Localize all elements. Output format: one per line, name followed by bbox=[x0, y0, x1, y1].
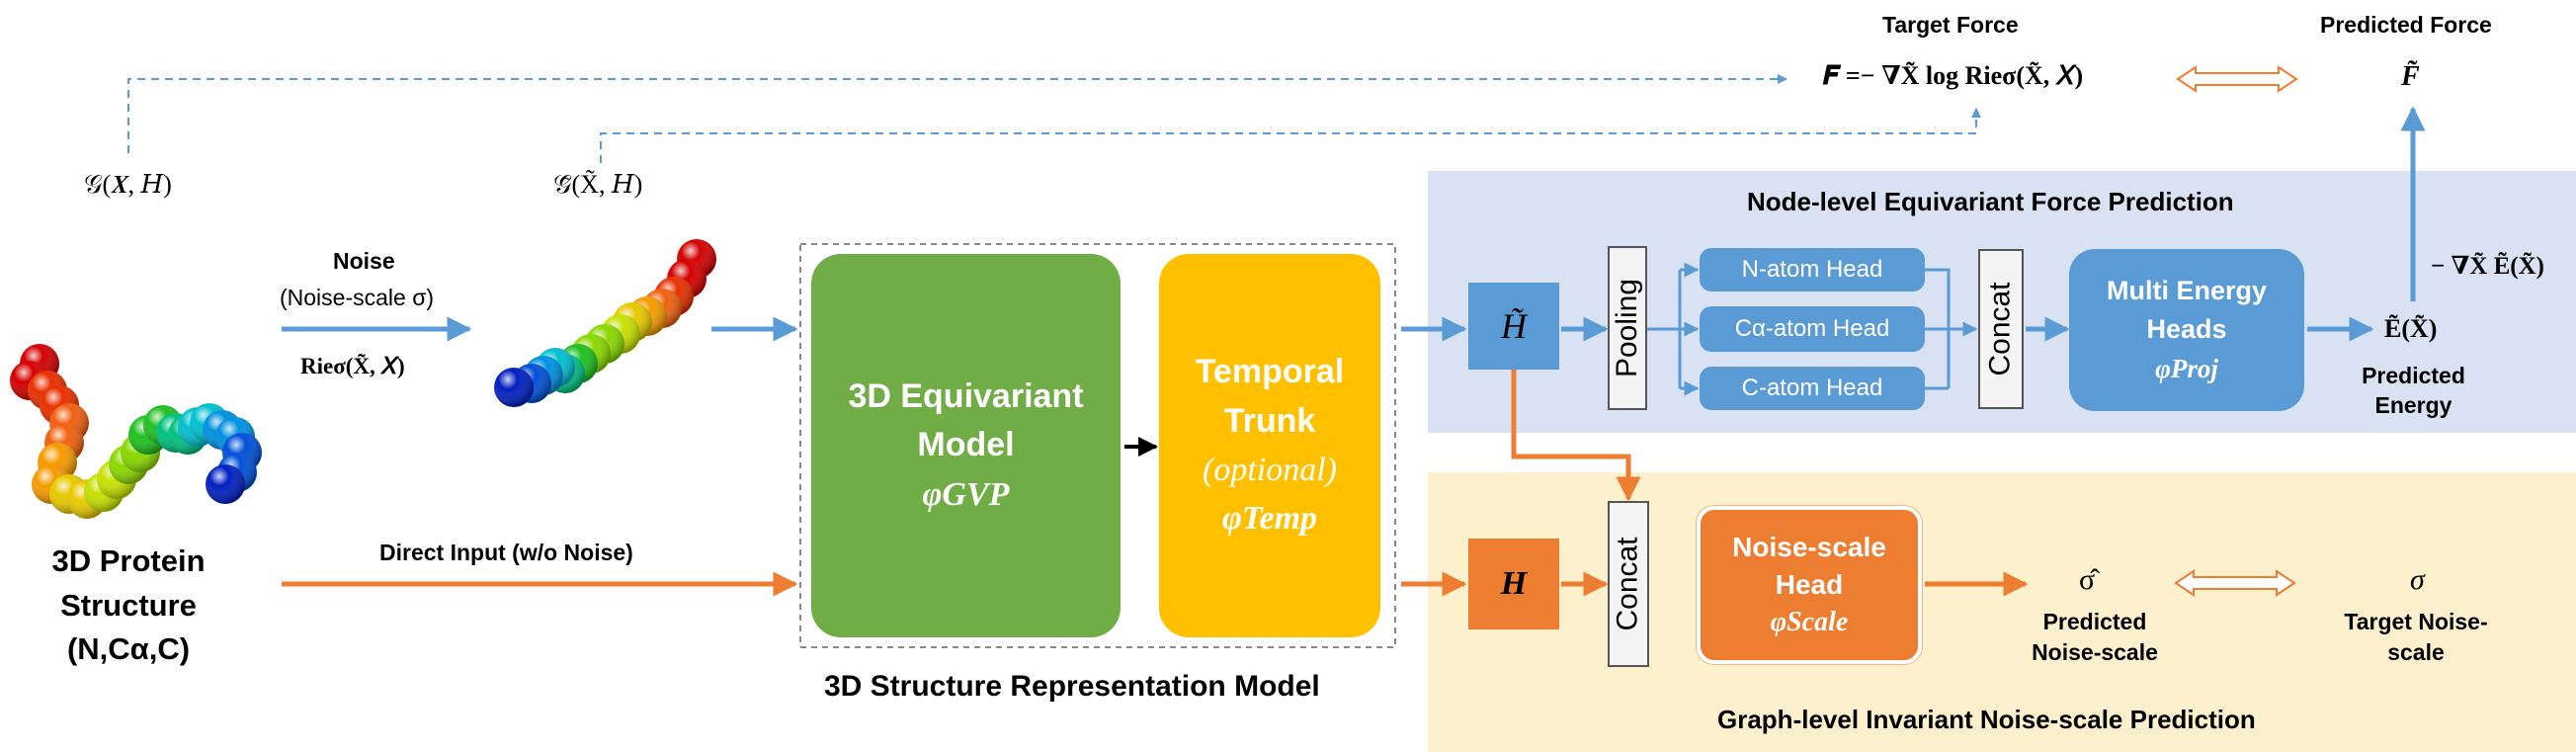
equivariant-model-box: 3D Equivariant Model φGVP bbox=[811, 254, 1121, 637]
target-noise-scale-label: Target Noise- scale bbox=[2332, 603, 2500, 672]
predicted-energy-line1: Predicted bbox=[2362, 363, 2465, 389]
double-arrow-force bbox=[2176, 65, 2298, 93]
heads-fanin bbox=[1925, 268, 1951, 390]
h-tilde-box: H̃ bbox=[1468, 283, 1559, 370]
ca-atom-head: Cα-atom Head bbox=[1700, 306, 1925, 352]
target-force-formula: 𝑭 =− ∇X̃ log Rieσ(X̃, 𝑋) bbox=[1823, 61, 2084, 90]
temporal-optional: (optional) bbox=[1203, 452, 1337, 488]
atom-sphere-shade bbox=[206, 464, 245, 504]
temporal-line2: Trunk bbox=[1223, 401, 1316, 440]
n-atom-head: N-atom Head bbox=[1700, 248, 1925, 292]
target-noise-line2: scale bbox=[2387, 639, 2445, 665]
pooling-label: Pooling bbox=[1611, 278, 1644, 378]
target-noise-line1: Target Noise- bbox=[2344, 608, 2488, 634]
representation-model-frame bbox=[799, 243, 1396, 648]
noise-head-line1: Noise-scale bbox=[1732, 532, 1886, 563]
noise-label: Noise bbox=[333, 248, 395, 274]
multi-energy-heads-box: Multi Energy Heads φProj bbox=[2069, 249, 2304, 411]
pooling-box: Pooling bbox=[1608, 246, 1647, 410]
predicted-force-symbol: F̃ bbox=[2401, 61, 2420, 92]
c-atom-head: C-atom Head bbox=[1700, 367, 1925, 410]
temporal-symbol: φTemp bbox=[1221, 500, 1318, 538]
protein-title-line1: 3D Protein bbox=[51, 543, 206, 578]
target-force-title: Target Force bbox=[1882, 12, 2019, 38]
protein-title-line3: (N,Cα,C) bbox=[66, 631, 191, 667]
noise-head-line2: Head bbox=[1775, 569, 1844, 601]
force-concat-box: Concat bbox=[1978, 249, 2024, 409]
multi-energy-line2: Heads bbox=[2146, 314, 2227, 345]
clean-graph-label: 𝒢(𝑿, 𝐻) bbox=[84, 170, 172, 199]
multi-energy-symbol: φProj bbox=[2155, 353, 2218, 383]
temporal-line1: Temporal bbox=[1195, 353, 1345, 391]
sigma-symbol: σ bbox=[2410, 563, 2425, 596]
equivariant-symbol: φGVP bbox=[922, 475, 1010, 513]
predicted-energy-label: Predicted Energy bbox=[2342, 356, 2485, 427]
predicted-energy-line2: Energy bbox=[2374, 392, 2452, 418]
h-box: H bbox=[1468, 539, 1559, 629]
energy-symbol: Ẽ(X̃) bbox=[2384, 314, 2438, 343]
gradient-label: − ∇X̃ Ẽ(X̃) bbox=[2431, 253, 2545, 280]
noise-scale-head-box: Noise-scale Head φScale bbox=[1697, 506, 1922, 664]
double-arrow-noise bbox=[2174, 569, 2296, 597]
protein-title-line2: Structure bbox=[60, 587, 197, 623]
predicted-noise-line1: Predicted bbox=[2042, 608, 2147, 634]
equivariant-line1: 3D Equivariant bbox=[848, 377, 1084, 416]
noise-scale-label: (Noise-scale σ) bbox=[280, 285, 435, 310]
protein-structure-title: 3D Protein Structure (N,Cα,C) bbox=[0, 542, 257, 670]
direct-input-label: Direct Input (w/o Noise) bbox=[379, 540, 633, 565]
noise-panel-title: Graph-level Invariant Noise-scale Predic… bbox=[1717, 705, 2256, 734]
force-concat-label: Concat bbox=[1984, 282, 2017, 376]
htilde-to-concat-arrow bbox=[1511, 368, 1641, 502]
temporal-trunk-box: Temporal Trunk (optional) φTemp bbox=[1159, 254, 1380, 637]
noisy-graph-label: 𝒢̃(X̃, 𝐻) bbox=[553, 170, 643, 199]
force-panel-title: Node-level Equivariant Force Prediction bbox=[1747, 187, 2234, 216]
protein-noisy-molecule bbox=[494, 239, 716, 407]
dashed-noisy-graph-to-force bbox=[600, 108, 1981, 163]
protein-clean-molecule bbox=[10, 344, 262, 519]
dashed-clean-graph-to-force bbox=[127, 74, 1787, 153]
noise-head-symbol: φScale bbox=[1770, 606, 1849, 637]
noise-concat-label: Concat bbox=[1612, 537, 1644, 631]
noise-concat-box: Concat bbox=[1608, 501, 1649, 667]
atom-sphere-shade bbox=[494, 368, 534, 407]
representation-model-caption: 3D Structure Representation Model bbox=[824, 670, 1320, 703]
predicted-force-title: Predicted Force bbox=[2320, 12, 2492, 38]
noise-distribution-label: Rieσ(X̃, 𝑋) bbox=[300, 354, 405, 378]
predicted-noise-line2: Noise-scale bbox=[2032, 639, 2158, 665]
multi-energy-line1: Multi Energy bbox=[2106, 276, 2267, 306]
predicted-noise-scale-label: Predicted Noise-scale bbox=[2016, 603, 2174, 672]
sigma-hat-symbol: σ̂ bbox=[2079, 563, 2096, 596]
equivariant-line2: Model bbox=[917, 426, 1015, 464]
